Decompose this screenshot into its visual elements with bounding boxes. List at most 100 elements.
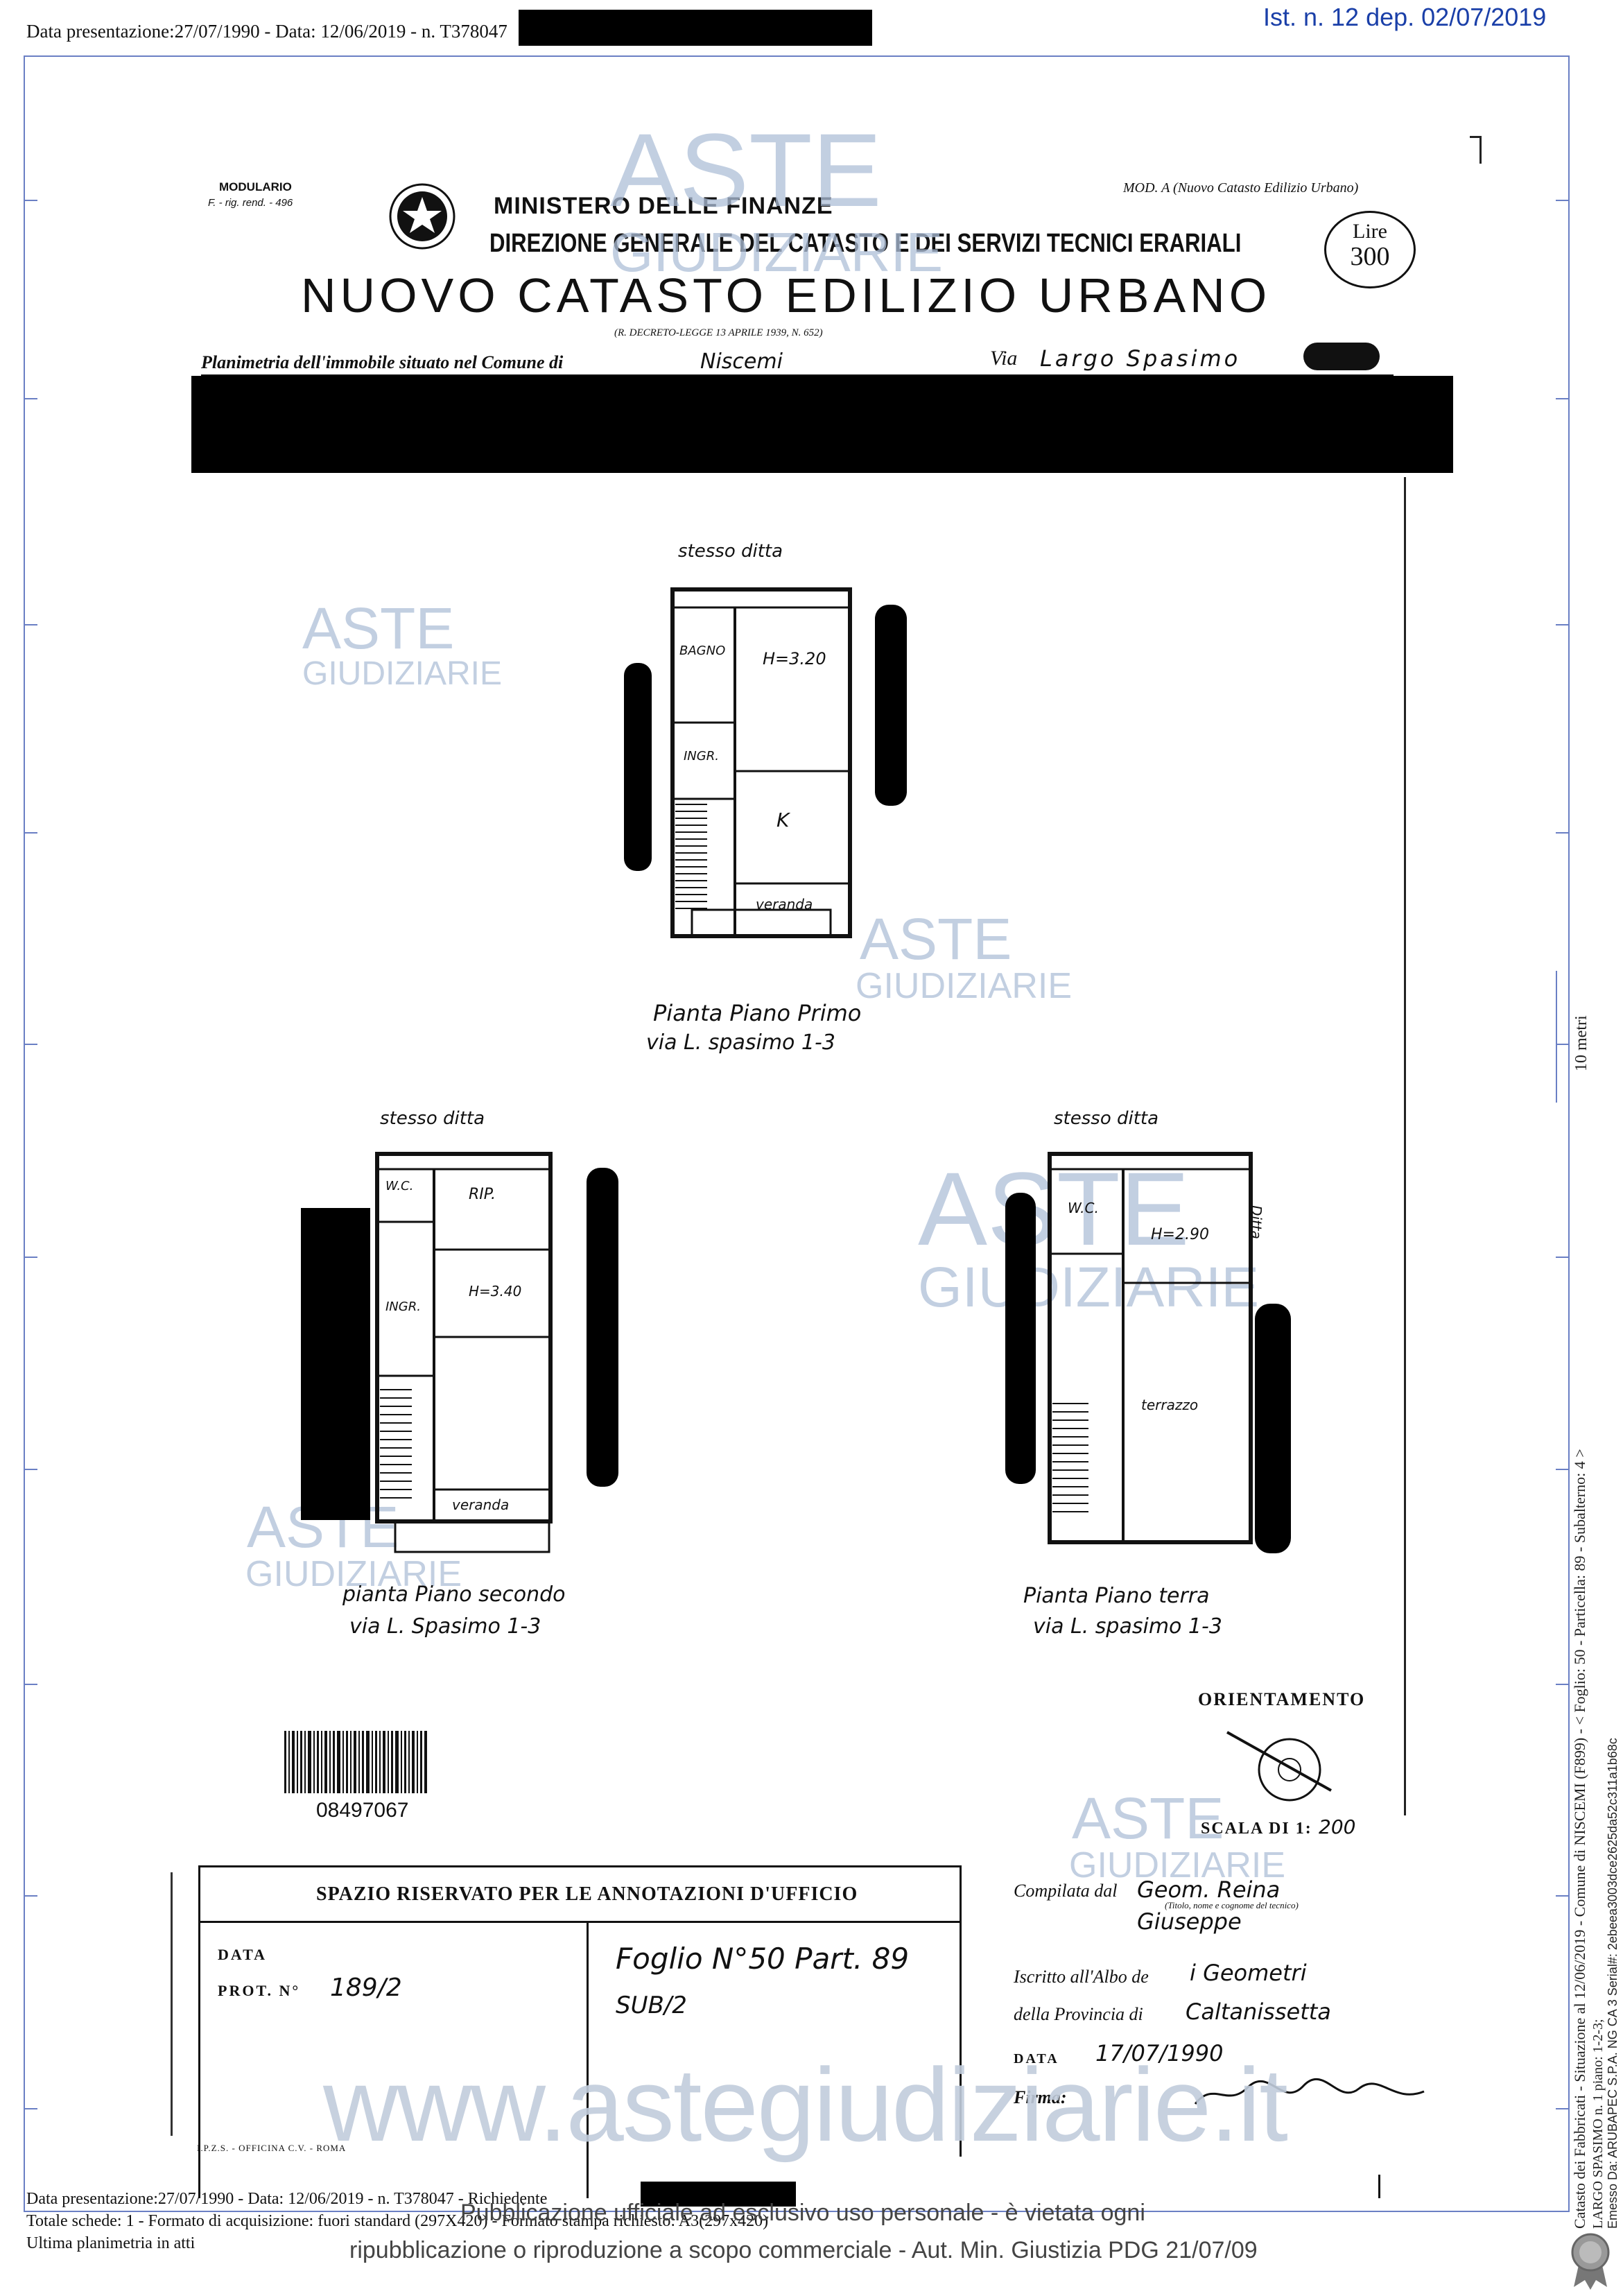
via-value: Largo Spasimo (1040, 345, 1241, 372)
redaction-second-left (301, 1208, 370, 1520)
ground-floor-caption: Pianta Piano terra (1023, 1584, 1210, 1608)
watermark-aste-3: ASTE (860, 906, 1012, 972)
orientation-label: ORIENTAMENTO (1198, 1689, 1366, 1709)
direction-title: DIREZIONE GENERALE DEL CATASTO E DEI SER… (489, 229, 1242, 258)
lire-value: 300 (1350, 242, 1390, 271)
redaction-first-right (875, 605, 907, 806)
tick-mark (1378, 2175, 1380, 2198)
office-box-left (198, 1865, 200, 2198)
lire-stamp: Lire 300 (1324, 211, 1416, 288)
room-terrazzo-3: terrazzo (1141, 1397, 1199, 1413)
footer-line-1: Data presentazione:27/07/1990 - Data: 12… (26, 2190, 548, 2208)
frame-top (24, 55, 1570, 57)
office-box-edge (171, 1872, 173, 2136)
second-floor-address: via L. Spasimo 1-3 (349, 1614, 541, 1639)
first-floor-owner: stesso ditta (678, 541, 783, 562)
barcode-icon (283, 1731, 428, 1793)
first-floor-caption: Pianta Piano Primo (653, 1000, 862, 1026)
scale-label: SCALA DI 1: (1201, 1820, 1312, 1838)
office-box-divider (198, 1921, 961, 1923)
compiler-data-label: DATA (1014, 2051, 1059, 2066)
room-ingr-2: INGR. (385, 1300, 421, 1314)
side-meters: 10 metri (1572, 1015, 1590, 1071)
comune-value: Niscemi (700, 349, 783, 374)
corner-mark (1470, 136, 1481, 138)
titolo-hint: (Titolo, nome e cognome del tecnico) (1165, 1900, 1299, 1910)
frame-right (1568, 55, 1570, 2212)
republic-emblem (381, 182, 463, 251)
frame-left (24, 55, 25, 2212)
second-floor-plan (367, 1147, 562, 1563)
redaction-ground-right (1255, 1304, 1291, 1553)
office-box-mid (587, 1921, 589, 2198)
watermark-giudiziarie-4: GIUDIZIARIE (918, 1256, 1260, 1319)
room-height-3: H=2.90 (1151, 1226, 1209, 1243)
decree-text: (R. DECRETO-LEGGE 13 APRILE 1939, N. 652… (614, 327, 823, 338)
watermark-giudiziarie-6: GIUDIZIARIE (1069, 1845, 1286, 1885)
redaction-second-right (587, 1168, 618, 1487)
side-serial: Emesso Da: ARUBAPEC S.P.A. NG CA 3 Seria… (1606, 1738, 1620, 2229)
publication-notice-1: Pubblicazione ufficiale ad esclusivo uso… (460, 2200, 1145, 2226)
watermark-url: www.astegiudiziarie.it (323, 2046, 1288, 2163)
modulario-label: MODULARIO (219, 180, 292, 193)
side-catasto: Catasto dei Fabbricati - Situazione al 1… (1571, 1449, 1588, 2229)
room-height-2: H=3.40 (469, 1283, 522, 1300)
office-foglio: Foglio N°50 Part. 89 (616, 1942, 910, 1976)
ground-floor-owner: stesso ditta (1054, 1108, 1159, 1129)
provincia-value: Caltanissetta (1186, 1999, 1331, 2025)
iscritto-label: Iscritto all'Albo de (1014, 1967, 1149, 1987)
scale-value: 200 (1319, 1815, 1356, 1838)
redaction-footer (641, 2182, 796, 2207)
room-rip-2: RIP. (469, 1186, 496, 1203)
provincia-label: della Provincia di (1014, 2004, 1143, 2024)
watermark-giudiziarie-2: GIUDIZIARIE (302, 655, 503, 692)
modulario-sub: F. - rig. rend. - 496 (208, 197, 293, 209)
printer-line: I.P.Z.S. - OFFICINA C.V. - ROMA (197, 2143, 347, 2153)
ground-floor-address: via L. spasimo 1-3 (1033, 1614, 1222, 1639)
room-veranda-1: veranda (756, 896, 813, 913)
office-prot-label: PROT. N° (218, 1982, 301, 1999)
room-k-1: K (776, 809, 790, 831)
ground-floor-plan (1040, 1147, 1262, 1549)
watermark-giudiziarie-1: GIUDIZIARIE (610, 221, 944, 283)
watermark-aste-1: ASTE (610, 112, 882, 228)
redaction-ground-left (1005, 1193, 1036, 1484)
compiler-data-value: 17/07/1990 (1095, 2040, 1224, 2066)
room-bagno-1: BAGNO (679, 644, 726, 658)
lire-label: Lire (1353, 220, 1387, 243)
ministry-title: MINISTERO DELLE FINANZE (494, 193, 833, 219)
publication-notice-2: ripubblicazione o riproduzione a scopo c… (349, 2237, 1258, 2263)
sheet-right-edge (1404, 477, 1406, 1815)
second-floor-owner: stesso ditta (380, 1108, 485, 1129)
deposit-badge: Ist. n. 12 dep. 02/07/2019 (1263, 3, 1547, 31)
planimetria-underline (201, 374, 1394, 376)
office-box-top (198, 1865, 961, 1867)
footer-line-2: Totale schede: 1 - Formato di acquisizio… (26, 2212, 769, 2230)
scribble-redaction (1303, 343, 1380, 370)
room-veranda-2: veranda (452, 1496, 510, 1513)
room-height-1: H=3.20 (763, 649, 826, 668)
watermark-giudiziarie-3: GIUDIZIARIE (856, 966, 1073, 1006)
redaction-first-left (624, 663, 652, 871)
seal-icon (1570, 2232, 1611, 2290)
side-catasto-2: LARGO SPASIMO n. 1 piano: 1-2-3; (1590, 2019, 1606, 2229)
watermark-aste-6: ASTE (1072, 1786, 1224, 1851)
office-sub: SUB/2 (616, 1992, 687, 2019)
office-prot-value: 189/2 (330, 1974, 402, 2002)
watermark-aste-4: ASTE (918, 1150, 1190, 1267)
footer-line-3: Ultima planimetria in atti (26, 2234, 196, 2252)
corner-mark-v (1479, 136, 1482, 164)
second-floor-caption: pianta Piano secondo (342, 1582, 566, 1607)
compass-icon (1220, 1725, 1338, 1809)
header-left-text: Data presentazione:27/07/1990 - Data: 12… (26, 21, 507, 42)
first-floor-plan (666, 584, 857, 942)
redaction-address (191, 376, 1453, 473)
watermark-aste-2: ASTE (302, 596, 455, 661)
room-ingr-1: INGR. (684, 749, 719, 763)
office-title: SPAZIO RISERVATO PER LE ANNOTAZIONI D'UF… (316, 1883, 858, 1905)
catasto-title: NUOVO CATASTO EDILIZIO URBANO (301, 268, 1272, 322)
compilata-value: Geom. Reina Giuseppe (1137, 1876, 1281, 1935)
room-wc-2: W.C. (385, 1179, 414, 1193)
planimetria-label: Planimetria dell'immobile situato nel Co… (201, 352, 564, 372)
room-wc-3: W.C. (1068, 1200, 1099, 1216)
